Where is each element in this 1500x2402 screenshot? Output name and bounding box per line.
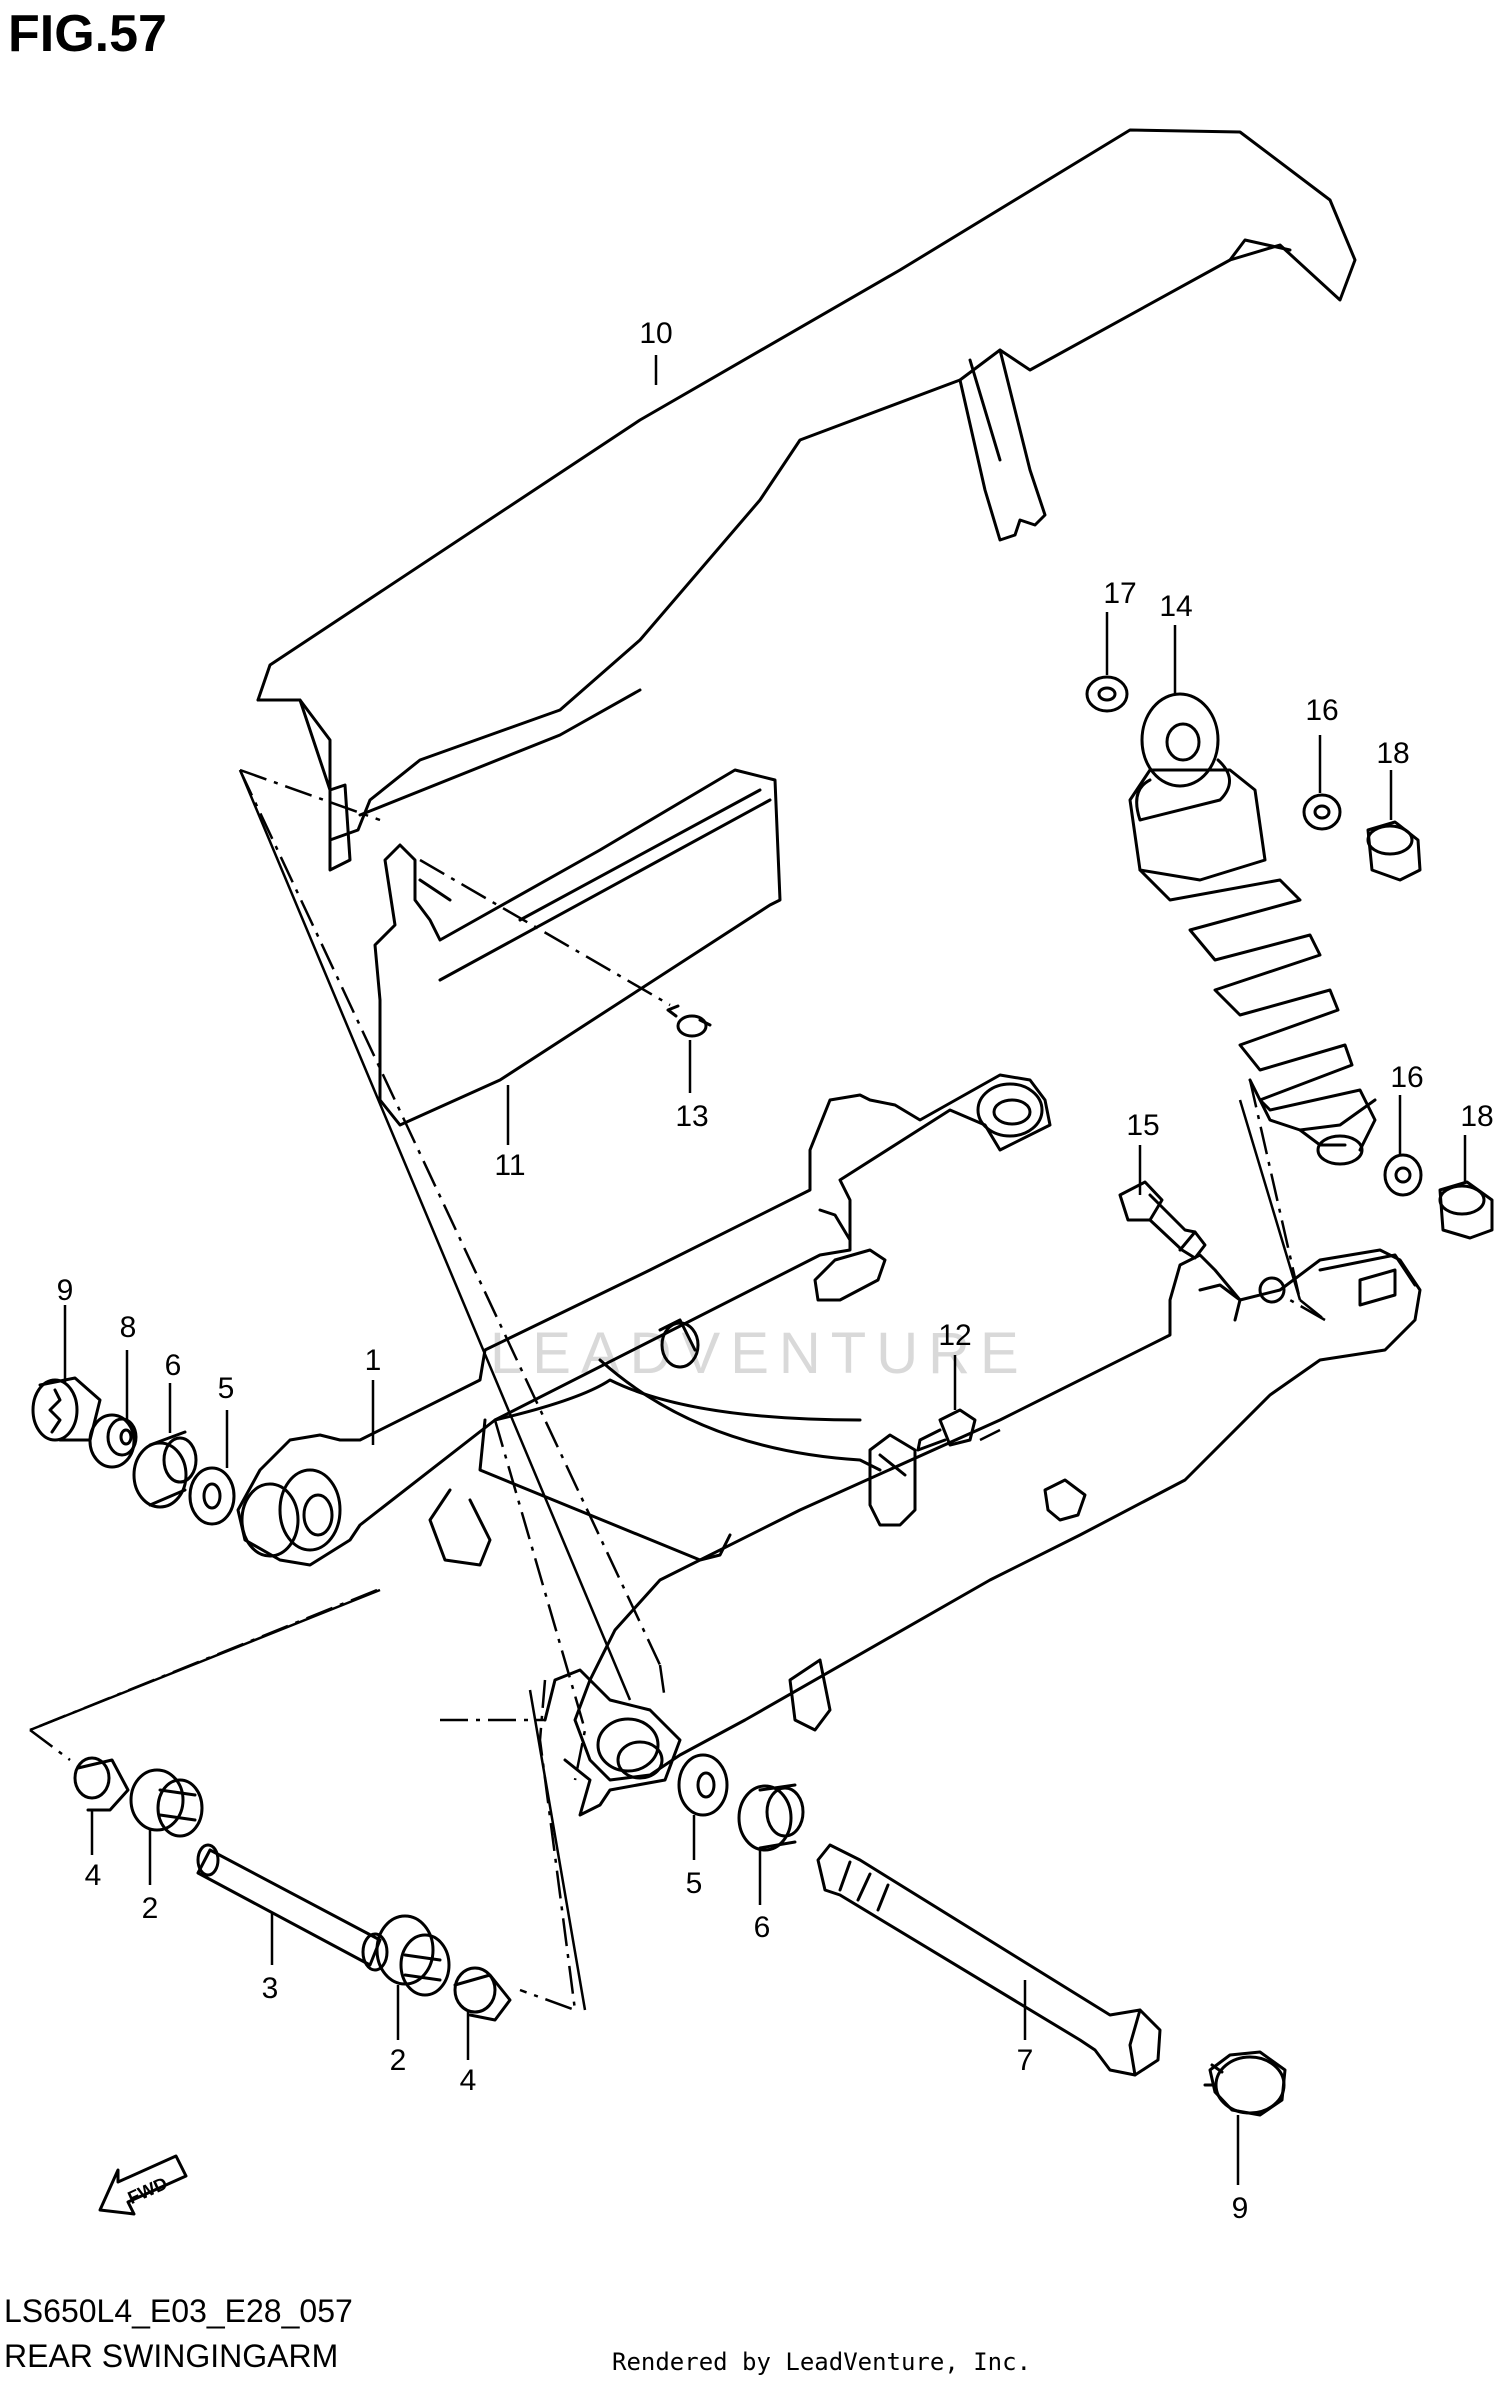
callout-2-right: 2 — [390, 2044, 407, 2077]
callout-15: 15 — [1126, 1109, 1159, 1142]
chain-case-part-10[interactable] — [256, 128, 1357, 872]
outline-frame-lines — [29, 769, 1302, 2011]
model-code: LS650L4_E03_E28_057 — [4, 2293, 353, 2329]
callout-17: 17 — [1103, 577, 1136, 610]
cover-plate-part-11[interactable] — [373, 768, 782, 1127]
leader-lines — [63, 355, 1467, 2185]
bearing-part-2-right[interactable] — [375, 1914, 451, 1997]
callout-10: 10 — [639, 317, 672, 350]
callout-16-lower: 16 — [1390, 1061, 1423, 1094]
washer-part-5-left[interactable] — [188, 1466, 236, 1526]
cap-part-9-right[interactable] — [1203, 2050, 1287, 2117]
callout-9-left: 9 — [57, 1274, 74, 1307]
cap-part-9-left[interactable] — [31, 1376, 102, 1442]
callout-14: 14 — [1159, 590, 1192, 623]
pivot-shaft-part-7[interactable] — [816, 1843, 1162, 2077]
callout-4-right: 4 — [460, 2064, 477, 2097]
bolt-part-12[interactable] — [916, 1408, 977, 1452]
cap-nut-part-18-upper[interactable] — [1366, 820, 1422, 882]
washer-part-16-upper[interactable] — [1302, 793, 1342, 831]
swingarm-part-1[interactable] — [236, 1073, 1422, 1817]
section-name: REAR SWINGINGARM — [4, 2338, 339, 2374]
fwd-label: FWD — [125, 2173, 171, 2208]
bolt-part-13[interactable] — [666, 1004, 712, 1038]
cap-nut-part-18-lower[interactable] — [1438, 1180, 1494, 1240]
watermark-text: LEADVENTURE — [490, 1321, 1029, 1386]
bolt-part-15[interactable] — [1118, 1180, 1207, 1260]
callout-4-left: 4 — [85, 1859, 102, 1892]
figure-title: FIG.57 — [8, 5, 167, 63]
washer-part-5-right[interactable] — [677, 1753, 729, 1817]
washer-part-16-lower[interactable] — [1383, 1153, 1423, 1197]
reference-lines — [29, 768, 1326, 2012]
callout-5-right: 5 — [686, 1867, 703, 1900]
callout-11: 11 — [494, 1149, 525, 1182]
callout-18-lower: 18 — [1460, 1100, 1493, 1133]
callout-16-upper: 16 — [1305, 694, 1338, 727]
callout-9-right: 9 — [1232, 2192, 1249, 2225]
collar-part-4-right[interactable] — [453, 1966, 512, 2022]
seal-part-8[interactable] — [88, 1413, 138, 1469]
spacer-part-3[interactable] — [196, 1843, 389, 1972]
callout-13: 13 — [675, 1100, 708, 1133]
render-credit: Rendered by LeadVenture, Inc. — [612, 2348, 1032, 2376]
callout-7: 7 — [1017, 2044, 1034, 2077]
shock-absorber-part-14[interactable] — [1128, 692, 1377, 1166]
bearing-part-6-right[interactable] — [737, 1783, 805, 1852]
callout-8: 8 — [120, 1311, 137, 1344]
callout-numbers: 10 17 14 16 18 16 18 11 13 15 9 8 6 5 1 … — [57, 317, 1494, 2225]
callout-2-left: 2 — [142, 1892, 159, 1925]
washer-part-17[interactable] — [1085, 675, 1129, 713]
bearing-part-2-left[interactable] — [129, 1768, 204, 1838]
collar-part-4-left[interactable] — [73, 1756, 130, 1812]
callout-12: 12 — [938, 1319, 971, 1352]
callout-18-upper: 18 — [1376, 737, 1409, 770]
fwd-arrow-icon — [98, 2154, 188, 2216]
callout-3: 3 — [262, 1972, 279, 2005]
callout-6-left: 6 — [165, 1349, 182, 1382]
bearing-part-6-left[interactable] — [132, 1430, 198, 1509]
callout-6-right: 6 — [754, 1911, 771, 1944]
callout-5-left: 5 — [218, 1372, 235, 1405]
callout-1: 1 — [365, 1344, 382, 1377]
